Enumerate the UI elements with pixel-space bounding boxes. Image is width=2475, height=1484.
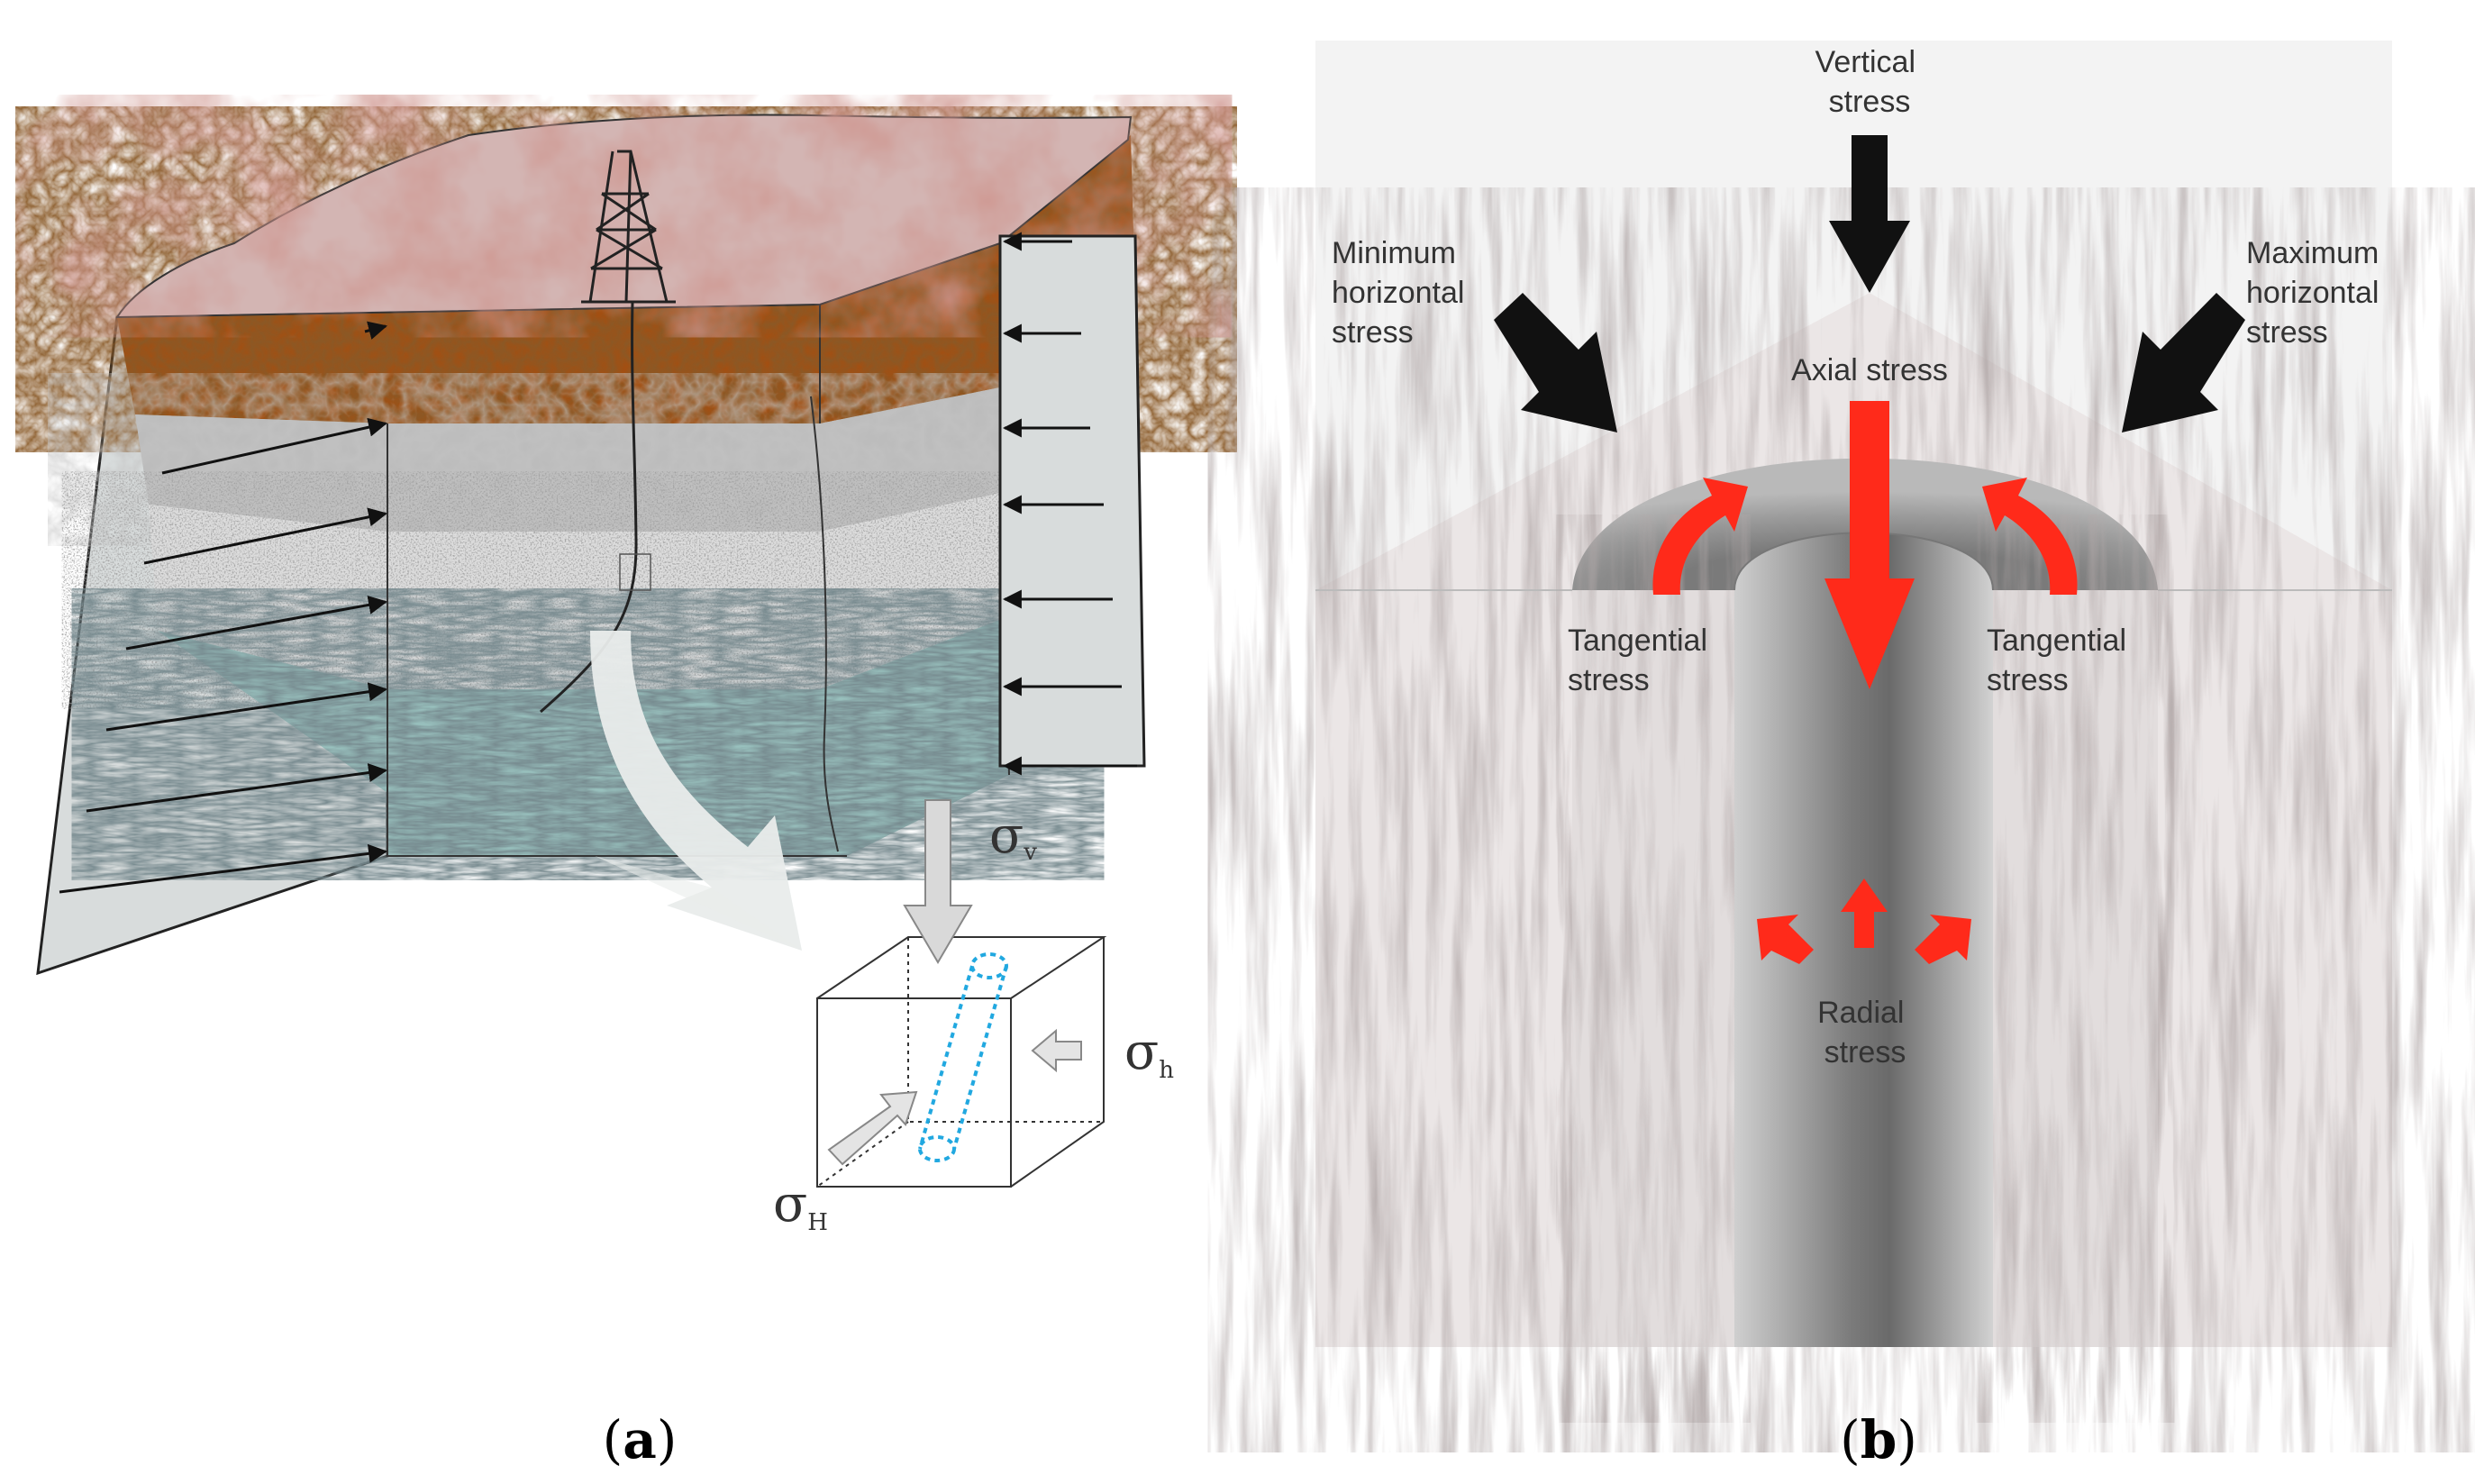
maximum-horizontal-stress-arrow [2122,293,2245,432]
left-arrow-3 [143,507,388,565]
radial-stress-arrow-right [1915,915,1971,964]
borehole-cylinder [918,952,1008,1162]
tangential-right-label: Tangential stress [1987,624,2134,697]
right-stress-arrows [1002,232,1137,776]
axial-stress-label: Axial stress [1791,353,1948,387]
sigma-v-label: σv [989,806,1037,866]
maximum-horizontal-stress-label: Maximum horizontal stress [2246,236,2388,350]
zoom-arrow [590,631,802,951]
drilling-rig-icon [581,150,676,304]
left-arrow-1 [364,321,388,340]
minimum-horizontal-stress-arrow [1494,293,1617,432]
panel-b-diagram: Vertical stress Minimum horizontal stres… [1315,41,2392,1347]
zoom-arrow-shadow [595,856,802,951]
right-stress-profile [998,234,1146,768]
gray-layer-texture [135,387,1009,532]
rock-column-right-texture [1993,590,2158,1347]
sample-box [619,553,651,591]
sigma-h-arrow [1031,1028,1082,1073]
sand-layer-texture [149,491,1018,689]
left-arrow-5 [105,682,388,732]
left-stress-arrows [59,321,388,894]
axial-stress-arrow [1824,401,1915,689]
tangential-right-arrow [1982,478,2078,595]
tangential-left-label: Tangential stress [1568,624,1715,697]
water-layer-texture [158,613,1018,856]
left-arrow-7 [59,843,388,894]
vertical-stress-label: Vertical stress [1815,45,1924,119]
topsoil-texture [117,114,1131,317]
panel-a-diagram: σv σh σH [36,114,1174,1236]
radial-stress-arrow-left [1757,915,1814,964]
caption-b: (b) [1840,1409,1917,1470]
left-arrow-4 [125,596,388,651]
left-arrow-6 [86,763,388,813]
sigma-H-arrow [827,1090,918,1166]
sigma-h-label: σh [1124,1023,1174,1084]
minimum-horizontal-stress-label: Minimum horizontal stress [1332,236,1473,350]
sigma-v-arrow [903,799,973,964]
stress-cube [816,936,1107,1188]
rock-column-left-texture [1572,590,1734,1347]
left-arrow-2 [161,417,388,475]
brown-layer-texture [117,135,1135,423]
vertical-well [810,396,839,852]
radial-stress-label: Radial stress [1817,996,1913,1070]
caption-a: (a) [603,1409,678,1470]
sigma-H-label: σH [773,1175,828,1236]
radial-stress-arrow-up [1841,879,1888,948]
vertical-stress-arrow [1829,135,1910,293]
tangential-left-arrow [1652,478,1748,595]
